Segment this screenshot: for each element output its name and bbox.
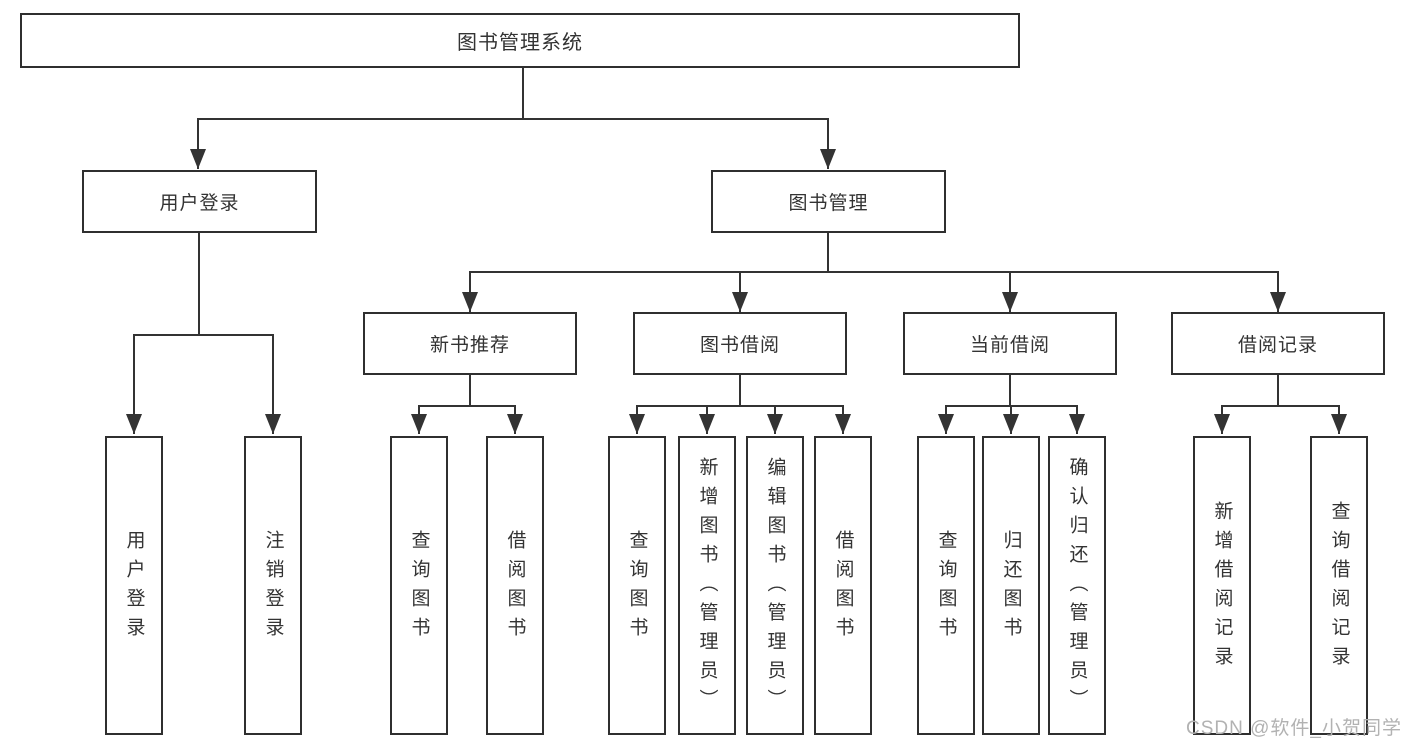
connector-new-books-bar <box>418 405 516 407</box>
node-book-mgmt: 图书管理 <box>711 170 946 233</box>
connector-level3-bar <box>469 271 1279 273</box>
connector-borrow-records-stub <box>1277 375 1279 407</box>
arrow-to-book-mgmt <box>820 118 836 169</box>
connector-current-borrow-stub <box>1009 375 1011 407</box>
arrow-new-books-leaf-2 <box>507 405 523 434</box>
arrow-to-current-borrow <box>1002 271 1018 312</box>
leaf-query-books-borrow: 查询图书 <box>608 436 666 735</box>
arrow-book-borrow-leaf-4 <box>835 405 851 434</box>
node-current-borrow: 当前借阅 <box>903 312 1117 375</box>
leaf-query-books-newbooks: 查询图书 <box>390 436 448 735</box>
leaf-query-books-current: 查询图书 <box>917 436 975 735</box>
arrow-book-borrow-leaf-2 <box>699 405 715 434</box>
leaf-return-books: 归还图书 <box>982 436 1040 735</box>
arrow-to-book-borrow <box>732 271 748 312</box>
connector-user-login-bar <box>133 334 274 336</box>
leaf-borrow-books-borrow: 借阅图书 <box>814 436 872 735</box>
connector-borrow-records-bar <box>1221 405 1340 407</box>
arrow-new-books-leaf-1 <box>411 405 427 434</box>
leaf-user-login: 用户登录 <box>105 436 163 735</box>
node-book-borrow: 图书借阅 <box>633 312 847 375</box>
arrow-to-leaf-logout <box>265 334 281 434</box>
arrow-to-leaf-user-login <box>126 334 142 434</box>
leaf-add-books-admin: 新增图书（管理员） <box>678 436 736 735</box>
connector-user-login-stub <box>198 233 200 336</box>
connector-book-borrow-bar <box>636 405 844 407</box>
leaf-add-borrow-record: 新增借阅记录 <box>1193 436 1251 735</box>
node-new-books: 新书推荐 <box>363 312 577 375</box>
arrow-to-new-books <box>462 271 478 312</box>
leaf-query-borrow-record: 查询借阅记录 <box>1310 436 1368 735</box>
node-borrow-records: 借阅记录 <box>1171 312 1385 375</box>
arrow-to-user-login <box>190 118 206 169</box>
connector-new-books-stub <box>469 375 471 407</box>
arrow-to-borrow-records <box>1270 271 1286 312</box>
connector-book-mgmt-stub <box>827 233 829 273</box>
arrow-current-borrow-leaf-3 <box>1069 405 1085 434</box>
connector-level2-bar <box>197 118 829 120</box>
leaf-logout: 注销登录 <box>244 436 302 735</box>
arrow-borrow-records-leaf-1 <box>1214 405 1230 434</box>
arrow-borrow-records-leaf-2 <box>1331 405 1347 434</box>
arrow-book-borrow-leaf-1 <box>629 405 645 434</box>
leaf-confirm-return-admin: 确认归还（管理员） <box>1048 436 1106 735</box>
node-user-login: 用户登录 <box>82 170 317 233</box>
arrow-current-borrow-leaf-2 <box>1003 405 1019 434</box>
leaf-borrow-books-newbooks: 借阅图书 <box>486 436 544 735</box>
arrow-book-borrow-leaf-3 <box>767 405 783 434</box>
connector-root-stub <box>522 68 524 120</box>
csdn-watermark: CSDN @软件_小贺同学 <box>1186 718 1402 739</box>
node-library-system: 图书管理系统 <box>20 13 1020 68</box>
leaf-edit-books-admin: 编辑图书（管理员） <box>746 436 804 735</box>
connector-book-borrow-stub <box>739 375 741 407</box>
arrow-current-borrow-leaf-1 <box>938 405 954 434</box>
